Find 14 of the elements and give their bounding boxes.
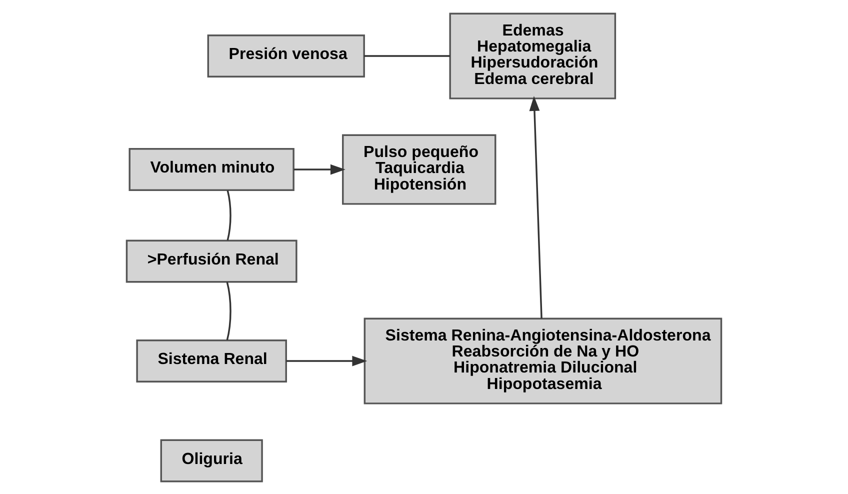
node-box: Pulso pequeño Taquicardia Hipotensión xyxy=(342,134,496,204)
connector xyxy=(226,190,232,240)
node-box: Sistema Renina-Angiotensina-Aldosterona Reabsorción de Na y HO Hiponatremia Dilucional Hipopotasemia xyxy=(364,317,722,404)
node-box: Sistema Renal xyxy=(136,339,287,382)
node-box: >Perfusión Renal xyxy=(126,239,298,282)
arrow xyxy=(529,96,542,318)
node-box: Oliguria xyxy=(160,438,263,482)
node-box: Edemas Hepatomegalia Hipersudoración Edema cerebral xyxy=(449,12,616,99)
node-box: Volumen minuto xyxy=(128,148,294,191)
connector xyxy=(364,54,450,56)
arrow xyxy=(294,164,346,174)
node-box: Presión venosa xyxy=(207,34,365,77)
connector xyxy=(226,281,232,340)
arrow xyxy=(286,355,368,366)
